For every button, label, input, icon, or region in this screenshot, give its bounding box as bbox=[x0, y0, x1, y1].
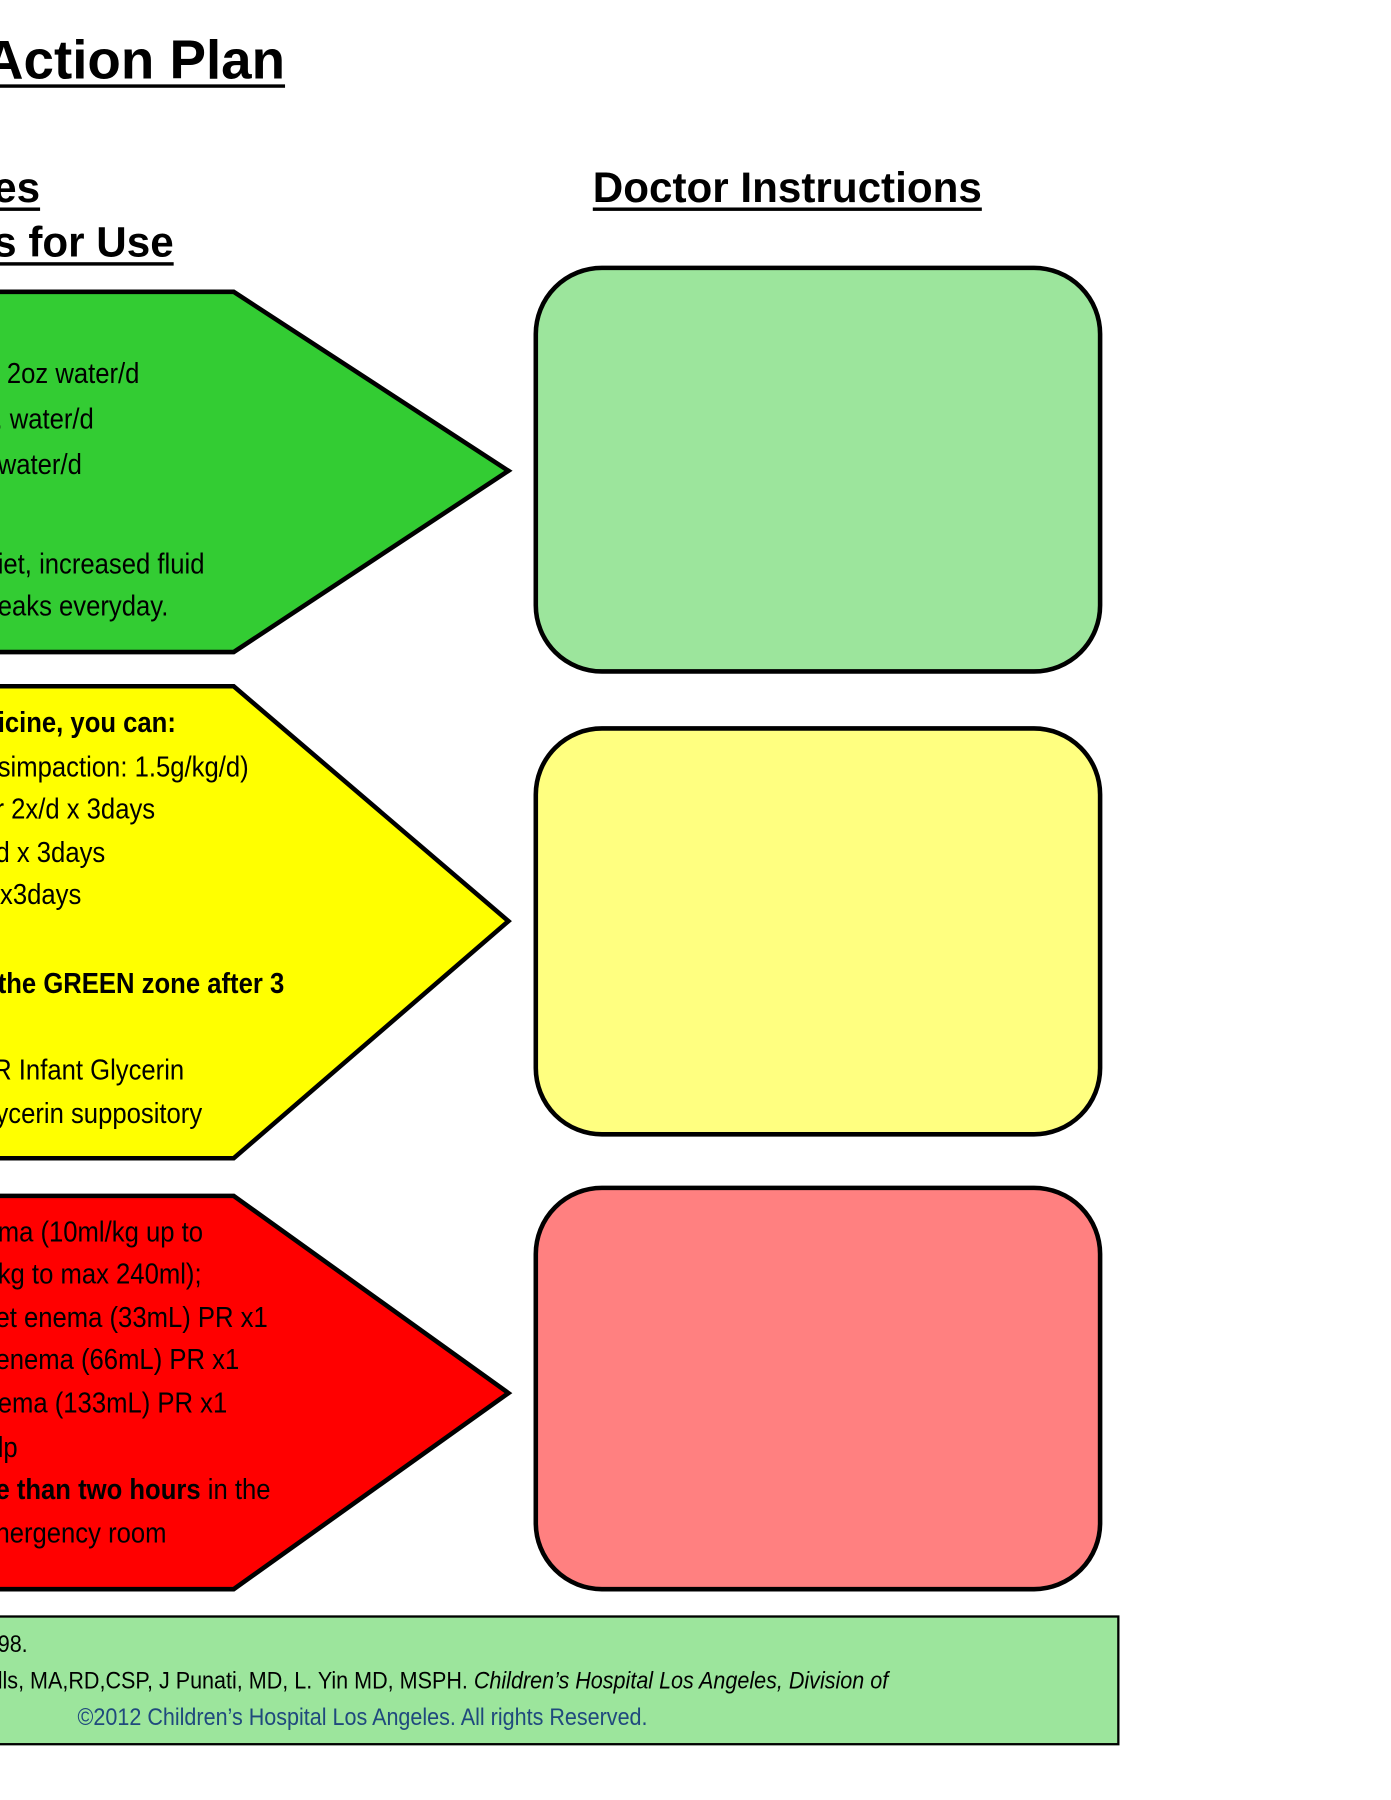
yellow-line: ycerin suppository bbox=[0, 1097, 203, 1130]
yellow-doctor-instructions-box[interactable] bbox=[533, 726, 1103, 1137]
red-line-rest: in the bbox=[200, 1474, 271, 1506]
red-arrow-shape bbox=[0, 1193, 513, 1592]
red-line: ma (10ml/kg up to bbox=[0, 1216, 204, 1249]
green-line: eaks everyday. bbox=[0, 590, 169, 623]
yellow-line: icine, you can: bbox=[0, 706, 176, 739]
yellow-zone-arrow bbox=[0, 683, 512, 1161]
red-line: ema (133mL) PR x1 bbox=[0, 1387, 228, 1420]
red-doctor-instructions-box[interactable] bbox=[533, 1185, 1103, 1592]
yellow-line: the GREEN zone after 3 bbox=[0, 967, 285, 1000]
green-line: 2oz water/d bbox=[6, 357, 140, 390]
red-line: e than two hours in the bbox=[0, 1474, 271, 1507]
page-title: Action Plan bbox=[0, 30, 286, 92]
green-line: iet, increased fluid bbox=[0, 548, 205, 581]
footer-line1: 98. bbox=[0, 1631, 28, 1658]
footer-citation-box: 98. lls, MA,RD,CSP, J Punati, MD, L. Yin… bbox=[0, 1615, 1120, 1746]
footer-institution: Children’s Hospital Los Angeles, Divisio… bbox=[473, 1667, 889, 1695]
yellow-line: R Infant Glycerin bbox=[0, 1054, 185, 1087]
footer-authors: lls, MA,RD,CSP, J Punati, MD, L. Yin MD,… bbox=[0, 1668, 888, 1695]
left-heading-line1: es bbox=[0, 164, 41, 211]
red-line: et enema (33mL) PR x1 bbox=[0, 1301, 268, 1334]
footer-authors-text: lls, MA,RD,CSP, J Punati, MD, L. Yin MD,… bbox=[0, 1667, 474, 1695]
red-line: enema (66mL) PR x1 bbox=[0, 1344, 240, 1376]
doctor-instructions-heading: Doctor Instructions bbox=[592, 164, 982, 211]
left-heading-line2: s for Use bbox=[0, 218, 174, 266]
green-doctor-instructions-box[interactable] bbox=[533, 265, 1103, 674]
red-line: lp bbox=[0, 1431, 18, 1464]
footer-copyright: ©2012 Children’s Hospital Los Angeles. A… bbox=[77, 1704, 648, 1731]
green-zone-arrow bbox=[0, 289, 513, 655]
green-arrow-shape bbox=[0, 289, 513, 655]
yellow-line: r 2x/d x 3days bbox=[0, 793, 156, 826]
green-line: water/d bbox=[0, 449, 82, 482]
yellow-arrow-shape bbox=[0, 683, 512, 1161]
red-line: kg to max 240ml); bbox=[0, 1258, 202, 1291]
yellow-line: simpaction: 1.5g/kg/d) bbox=[0, 751, 249, 784]
red-line-bold: e than two hours bbox=[0, 1474, 201, 1506]
green-line: . water/d bbox=[0, 403, 94, 436]
yellow-line: d x 3days bbox=[0, 836, 106, 869]
red-line: nergency room bbox=[0, 1517, 167, 1550]
yellow-line: x3days bbox=[0, 878, 82, 911]
red-zone-arrow bbox=[0, 1193, 513, 1592]
